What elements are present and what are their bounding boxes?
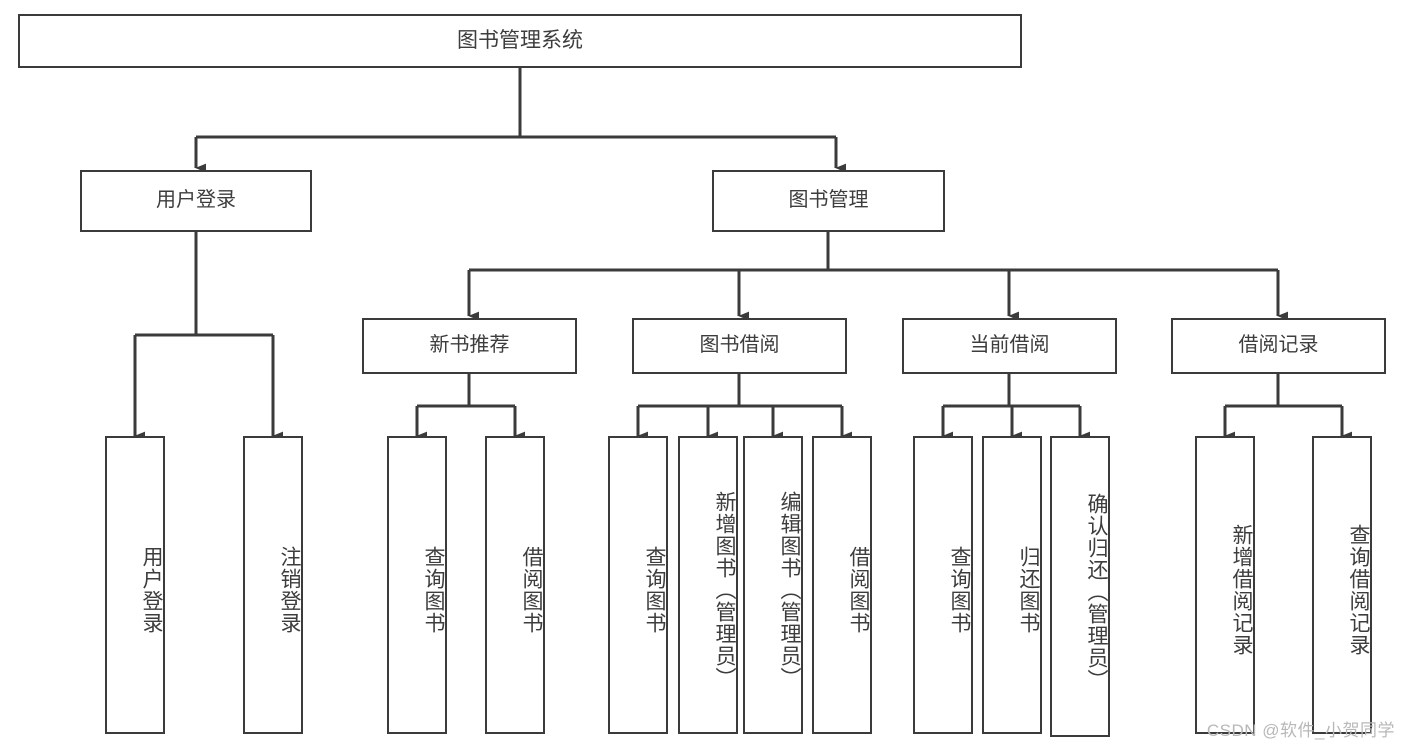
node-new-book-recommend[interactable]: 新书推荐 bbox=[362, 318, 577, 374]
node-label: 编辑图书（管理员） bbox=[778, 491, 801, 689]
node-label: 注销登录 bbox=[278, 546, 301, 634]
node-label: 新增图书（管理员） bbox=[713, 491, 736, 689]
node-book-management[interactable]: 图书管理 bbox=[712, 170, 945, 232]
leaf-query-borrow-record[interactable]: 查询借阅记录 bbox=[1312, 436, 1372, 734]
node-borrow-record[interactable]: 借阅记录 bbox=[1171, 318, 1386, 374]
node-label: 图书管理 bbox=[788, 189, 869, 212]
node-label: 借阅图书 bbox=[847, 546, 870, 634]
node-label: 查询图书 bbox=[422, 546, 445, 634]
leaf-borrow-book-new-recommend[interactable]: 借阅图书 bbox=[485, 436, 545, 734]
node-label: 图书借阅 bbox=[699, 334, 780, 357]
leaf-return-book[interactable]: 归还图书 bbox=[982, 436, 1042, 734]
leaf-add-borrow-record[interactable]: 新增借阅记录 bbox=[1195, 436, 1255, 734]
csdn-watermark: CSDN @软件_小贺同学 bbox=[1206, 721, 1395, 740]
leaf-edit-book-admin[interactable]: 编辑图书（管理员） bbox=[743, 436, 803, 734]
node-label: 图书管理系统 bbox=[457, 28, 583, 52]
node-label: 新书推荐 bbox=[429, 334, 510, 357]
node-label: 归还图书 bbox=[1017, 546, 1040, 634]
node-label: 借阅图书 bbox=[520, 546, 543, 634]
node-book-borrow[interactable]: 图书借阅 bbox=[632, 318, 847, 374]
node-label: 查询图书 bbox=[643, 546, 666, 634]
leaf-borrow-book[interactable]: 借阅图书 bbox=[812, 436, 872, 734]
node-label: 用户登录 bbox=[156, 189, 236, 212]
leaf-add-book-admin[interactable]: 新增图书（管理员） bbox=[678, 436, 738, 734]
leaf-user-login[interactable]: 用户登录 bbox=[105, 436, 165, 734]
node-label: 查询图书 bbox=[948, 546, 971, 634]
node-label: 确认归还（管理员） bbox=[1085, 492, 1108, 691]
node-root-book-management-system[interactable]: 图书管理系统 bbox=[18, 14, 1022, 68]
node-current-borrow[interactable]: 当前借阅 bbox=[902, 318, 1117, 374]
node-label: 新增借阅记录 bbox=[1230, 524, 1253, 656]
leaf-logout-login[interactable]: 注销登录 bbox=[243, 436, 303, 734]
leaf-query-book-current[interactable]: 查询图书 bbox=[913, 436, 973, 734]
node-label: 当前借阅 bbox=[969, 334, 1050, 357]
node-label: 用户登录 bbox=[140, 546, 163, 634]
leaf-confirm-return-admin[interactable]: 确认归还（管理员） bbox=[1050, 436, 1110, 737]
leaf-query-book-borrow[interactable]: 查询图书 bbox=[608, 436, 668, 734]
node-user-login[interactable]: 用户登录 bbox=[80, 170, 312, 232]
node-label: 借阅记录 bbox=[1238, 334, 1319, 357]
node-label: 查询借阅记录 bbox=[1347, 524, 1370, 656]
leaf-query-book-new-recommend[interactable]: 查询图书 bbox=[387, 436, 447, 734]
